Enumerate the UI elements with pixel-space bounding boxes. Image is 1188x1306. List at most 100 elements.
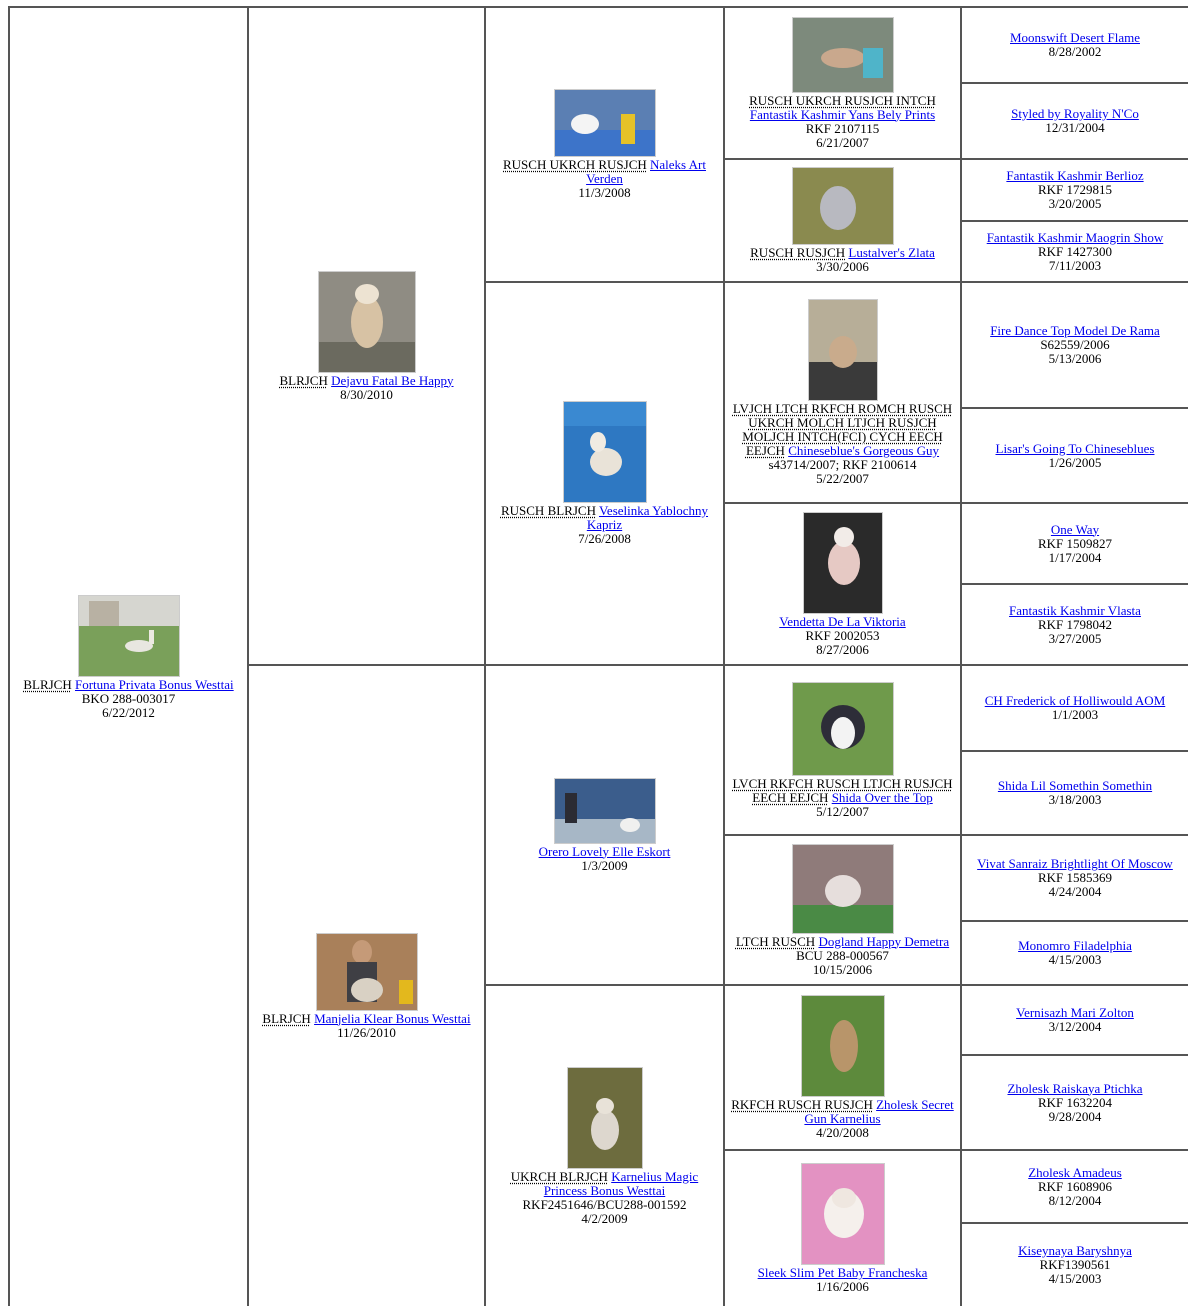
pedigree-cell-gen5-1: Moonswift Desert Flame 8/28/2002 bbox=[960, 6, 1188, 82]
dog-registration: S62559/2006 bbox=[1040, 337, 1110, 352]
pedigree-cell-gen4-7: RKFCH RUSCH RUSJCH Zholesk Secret Gun Ka… bbox=[723, 984, 960, 1149]
dog-titles: LVCH RKFCH RUSCH LTJCH RUSJCH EECH EEJCH bbox=[732, 775, 953, 805]
dog-birthdate: 3/20/2005 bbox=[1048, 196, 1102, 211]
dog-birthdate: 3/30/2006 bbox=[816, 259, 869, 274]
dog-name-link[interactable]: Vivat Sanraiz Brightlight Of Moscow bbox=[977, 856, 1173, 871]
dog-photo[interactable] bbox=[802, 511, 883, 615]
dog-birthdate: 6/22/2012 bbox=[102, 704, 155, 720]
dog-registration: RKF1390561 bbox=[1039, 1257, 1111, 1272]
dog-name-link[interactable]: Vendetta De La Viktoria bbox=[779, 613, 906, 629]
dog-birthdate: 3/18/2003 bbox=[1048, 792, 1102, 807]
dog-birthdate: 4/15/2003 bbox=[1048, 952, 1102, 967]
pedigree-cell-gen4-6: LTCH RUSCH Dogland Happy Demetra BCU 288… bbox=[723, 834, 960, 984]
dog-name-link[interactable]: Fortuna Privata Bonus Westtai bbox=[74, 676, 234, 692]
dog-registration: RKF 1585369 bbox=[1037, 870, 1113, 885]
dog-name-link[interactable]: Naleks Art Verden bbox=[586, 157, 706, 186]
dog-name-link[interactable]: Manjelia Klear Bonus Westtai bbox=[314, 1010, 471, 1026]
dog-name-link[interactable]: Moonswift Desert Flame bbox=[1010, 30, 1140, 45]
dog-name-link[interactable]: Veselinka Yablochny Kapriz bbox=[586, 503, 709, 532]
pedigree-cell-gen5-3: Fantastik Kashmir Berlioz RKF 1729815 3/… bbox=[960, 158, 1188, 220]
dog-name-link[interactable]: Monomro Filadelphia bbox=[1018, 938, 1132, 953]
dog-birthdate: 4/20/2008 bbox=[816, 1125, 869, 1140]
dog-name-link[interactable]: CH Frederick of Holliwould AOM bbox=[984, 693, 1166, 708]
pedigree-cell-gen4-1: RUSCH UKRCH RUSJCH INTCH Fantastik Kashm… bbox=[723, 6, 960, 158]
dog-birthdate: 8/30/2010 bbox=[340, 386, 393, 402]
pedigree-cell-gen5-12: Monomro Filadelphia 4/15/2003 bbox=[960, 920, 1188, 984]
dog-photo[interactable] bbox=[553, 777, 656, 845]
dog-birthdate: 11/26/2010 bbox=[337, 1024, 396, 1040]
dog-name-link[interactable]: Lustalver's Zlata bbox=[848, 245, 935, 260]
dog-registration: RKF2451646/BCU288-001592 bbox=[522, 1196, 687, 1212]
dog-photo[interactable] bbox=[317, 270, 416, 374]
dog-photo[interactable] bbox=[791, 681, 894, 777]
dog-name-link[interactable]: Dejavu Fatal Be Happy bbox=[331, 372, 454, 388]
pedigree-cell-dam-sire: Orero Lovely Elle Eskort 1/3/2009 bbox=[484, 664, 723, 984]
pedigree-cell-dam: BLRJCH Manjelia Klear Bonus Westtai 11/2… bbox=[247, 664, 484, 1306]
dog-photo[interactable] bbox=[553, 89, 656, 158]
dog-titles: RKFCH RUSCH RUSJCH bbox=[731, 1097, 873, 1112]
dog-name-link[interactable]: Karnelius Magic Princess Bonus Westtai bbox=[543, 1168, 699, 1198]
dog-photo[interactable] bbox=[791, 843, 894, 935]
dog-birthdate: 7/11/2003 bbox=[1048, 257, 1102, 273]
pedigree-cell-gen4-5: LVCH RKFCH RUSCH LTJCH RUSJCH EECH EEJCH… bbox=[723, 664, 960, 834]
dog-birthdate: 12/31/2004 bbox=[1045, 120, 1105, 135]
dog-name-link[interactable]: Fire Dance Top Model De Rama bbox=[990, 323, 1160, 338]
dog-name-link[interactable]: Fantastik Kashmir Yans Bely Prints bbox=[749, 106, 936, 122]
dog-registration: RKF 1729815 bbox=[1037, 182, 1113, 197]
dog-name-link[interactable]: Fantastik Kashmir Berlioz bbox=[1006, 168, 1144, 183]
pedigree-cell-gen4-4: Vendetta De La Viktoria RKF 2002053 8/27… bbox=[723, 502, 960, 664]
dog-photo[interactable] bbox=[566, 1066, 643, 1170]
dog-name-link[interactable]: Kiseynaya Baryshnya bbox=[1018, 1243, 1132, 1258]
dog-photo[interactable] bbox=[807, 299, 878, 402]
dog-photo[interactable] bbox=[800, 995, 885, 1098]
pedigree-cell-sire: BLRJCH Dejavu Fatal Be Happy 8/30/2010 bbox=[247, 6, 484, 664]
pedigree-cell-sire-dam: RUSCH BLRJCH Veselinka Yablochny Kapriz … bbox=[484, 281, 723, 664]
dog-birthdate: 3/27/2005 bbox=[1048, 630, 1102, 646]
dog-name-link[interactable]: Shida Lil Somethin Somethin bbox=[997, 778, 1153, 793]
dog-titles: LVJCH LTCH RKFCH ROMCH RUSCH UKRCH MOLCH… bbox=[732, 401, 953, 458]
dog-name-link[interactable]: Dogland Happy Demetra bbox=[818, 933, 950, 949]
dog-registration: RKF 1509827 bbox=[1037, 535, 1113, 551]
dog-titles: RUSCH RUSJCH bbox=[750, 245, 846, 260]
dog-photo[interactable] bbox=[562, 401, 647, 504]
dog-birthdate: 8/27/2006 bbox=[816, 641, 869, 657]
pedigree-cell-gen5-5: Fire Dance Top Model De Rama S62559/2006… bbox=[960, 281, 1188, 407]
dog-name-link[interactable]: One Way bbox=[1050, 521, 1100, 537]
dog-name-link[interactable]: Fantastik Kashmir Vlasta bbox=[1009, 602, 1141, 618]
dog-photo[interactable] bbox=[77, 594, 180, 678]
dog-birthdate: 11/3/2008 bbox=[578, 185, 631, 200]
dog-name-link[interactable]: Sleek Slim Pet Baby Francheska bbox=[757, 1265, 928, 1280]
dog-name-link[interactable]: Zholesk Amadeus bbox=[1028, 1164, 1122, 1180]
pedigree-cell-gen5-13: Vernisazh Mari Zolton 3/12/2004 bbox=[960, 984, 1188, 1054]
dog-photo[interactable] bbox=[315, 932, 418, 1012]
dog-titles: BLRJCH bbox=[279, 372, 328, 388]
dog-photo[interactable] bbox=[791, 167, 894, 246]
dog-name-link[interactable]: Shida Over the Top bbox=[831, 789, 933, 805]
dog-registration: RKF 1632204 bbox=[1037, 1094, 1113, 1110]
dog-birthdate: 3/12/2004 bbox=[1048, 1019, 1102, 1034]
dog-name-link[interactable]: Vernisazh Mari Zolton bbox=[1016, 1005, 1134, 1020]
dog-registration: RKF 2002053 bbox=[805, 627, 880, 643]
dog-name-link[interactable]: Fantastik Kashmir Maogrin Show bbox=[986, 229, 1164, 245]
dog-photo[interactable] bbox=[800, 1163, 885, 1266]
dog-titles: LTCH RUSCH bbox=[735, 933, 816, 949]
dog-photo[interactable] bbox=[791, 16, 894, 94]
dog-name-link[interactable]: Chineseblue's Gorgeous Guy bbox=[788, 443, 940, 458]
pedigree-cell-gen4-3: LVJCH LTCH RKFCH ROMCH RUSCH UKRCH MOLCH… bbox=[723, 281, 960, 502]
dog-registration: BCU 288-000567 bbox=[796, 947, 889, 963]
dog-name-link[interactable]: Orero Lovely Elle Eskort bbox=[538, 843, 671, 859]
pedigree-cell-gen5-8: Fantastik Kashmir Vlasta RKF 1798042 3/2… bbox=[960, 583, 1188, 664]
pedigree-cell-subject: BLRJCH Fortuna Privata Bonus Westtai BKO… bbox=[8, 6, 247, 1306]
dog-registration: RKF 1427300 bbox=[1037, 243, 1113, 259]
dog-birthdate: 10/15/2006 bbox=[812, 961, 873, 977]
dog-name-link[interactable]: Styled by Royality N'Co bbox=[1011, 106, 1139, 121]
pedigree-cell-gen5-9: CH Frederick of Holliwould AOM 1/1/2003 bbox=[960, 664, 1188, 750]
dog-titles: BLRJCH bbox=[23, 676, 72, 692]
pedigree-cell-sire-sire: RUSCH UKRCH RUSJCH Naleks Art Verden 11/… bbox=[484, 6, 723, 281]
pedigree-cell-gen5-6: Lisar's Going To Chineseblues 1/26/2005 bbox=[960, 407, 1188, 502]
dog-name-link[interactable]: Zholesk Secret Gun Karnelius bbox=[804, 1097, 954, 1126]
dog-name-link[interactable]: Lisar's Going To Chineseblues bbox=[995, 440, 1155, 456]
dog-registration: BKO 288-003017 bbox=[81, 690, 176, 706]
dog-birthdate: 1/3/2009 bbox=[581, 857, 628, 873]
dog-name-link[interactable]: Zholesk Raiskaya Ptichka bbox=[1007, 1080, 1143, 1096]
